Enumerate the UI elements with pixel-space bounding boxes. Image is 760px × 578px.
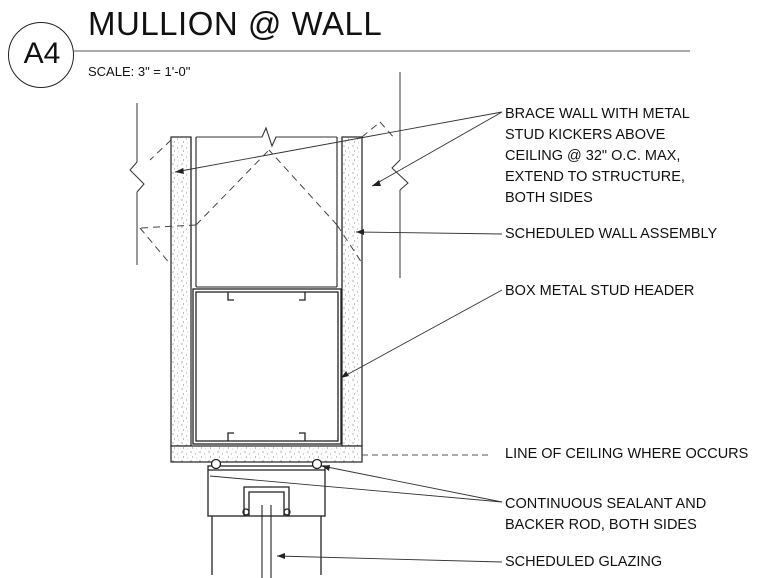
note-line: BACKER ROD, BOTH SIDES xyxy=(505,517,697,533)
note-line: EXTEND TO STRUCTURE, xyxy=(505,169,685,185)
glazing xyxy=(261,505,272,578)
note-line: SCHEDULED GLAZING xyxy=(505,554,663,570)
leaders xyxy=(174,111,503,563)
note-box-header: BOX METAL STUD HEADER xyxy=(505,281,694,302)
leader-arrows xyxy=(175,168,381,559)
note-ceiling-line: LINE OF CEILING WHERE OCCURS xyxy=(505,444,748,465)
note-line: STUD KICKERS ABOVE xyxy=(505,127,666,143)
mullion xyxy=(207,458,326,575)
note-line: LINE OF CEILING WHERE OCCURS xyxy=(505,446,749,462)
wall-studs xyxy=(190,126,343,288)
note-line: BRACE WALL WITH METAL xyxy=(505,106,690,122)
detail-scale: SCALE: 3" = 1'-0" xyxy=(88,64,191,79)
gypsum-boards xyxy=(170,136,363,463)
note-wall-assembly: SCHEDULED WALL ASSEMBLY xyxy=(505,224,717,245)
structure-lines xyxy=(129,72,409,278)
detail-tag: A4 xyxy=(8,22,74,88)
box-stud-header xyxy=(192,288,342,445)
note-line: BOTH SIDES xyxy=(505,190,593,206)
note-glazing: SCHEDULED GLAZING xyxy=(505,552,662,573)
kicker-braces xyxy=(139,121,397,266)
detail-id: A4 xyxy=(23,37,61,70)
note-line: CONTINUOUS SEALANT AND xyxy=(505,496,707,512)
note-line: BOX METAL STUD HEADER xyxy=(505,283,695,299)
note-line: SCHEDULED WALL ASSEMBLY xyxy=(505,226,718,242)
detail-title: MULLION @ WALL xyxy=(88,5,383,42)
note-sealant: CONTINUOUS SEALANT AND BACKER ROD, BOTH … xyxy=(505,494,706,536)
note-brace-wall: BRACE WALL WITH METAL STUD KICKERS ABOVE… xyxy=(505,104,690,209)
note-line: CEILING @ 32" O.C. MAX, xyxy=(505,148,681,164)
